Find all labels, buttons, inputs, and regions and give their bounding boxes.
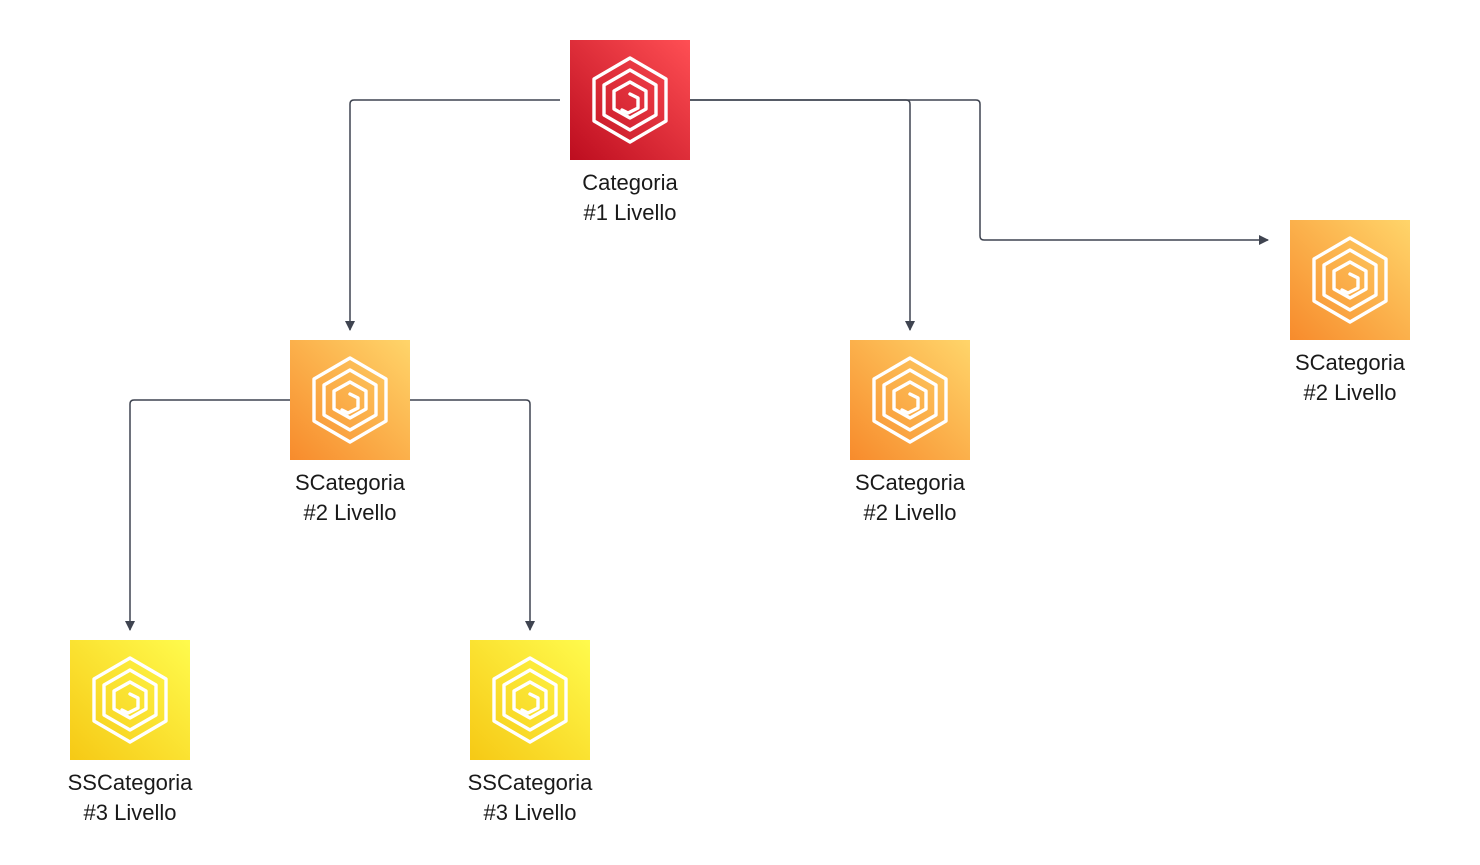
icon-ring-2 <box>332 380 368 420</box>
icon-ring-1 <box>102 668 158 732</box>
icon-ring-1 <box>882 368 938 432</box>
node-title: SCategoria <box>294 470 406 495</box>
node-title: SCategoria <box>854 470 966 495</box>
icon-ring-0 <box>312 356 388 444</box>
tile-background <box>1290 220 1410 340</box>
hexagon-maze-icon <box>290 340 410 460</box>
node-label: SCategoria #2 Livello <box>270 468 430 528</box>
hexagon-maze-icon <box>570 40 690 160</box>
hexagon-maze-icon <box>70 640 190 760</box>
icon-ring-3 <box>120 692 140 715</box>
icon-ring-1 <box>1322 248 1378 312</box>
edge-root-to-sub-c <box>690 99 1269 245</box>
tile-background <box>850 340 970 460</box>
node-subtitle: #2 Livello <box>863 500 957 525</box>
node-subcategory-b[interactable]: SCategoria #2 Livello <box>830 340 990 528</box>
icon-ring-3 <box>900 392 920 415</box>
node-subtitle: #2 Livello <box>303 500 397 525</box>
node-label: SSCategoria #3 Livello <box>50 768 210 828</box>
tile-background <box>570 40 690 160</box>
tile-background <box>470 640 590 760</box>
icon-ring-0 <box>92 656 168 744</box>
node-label: SSCategoria #3 Livello <box>450 768 610 828</box>
edge-root-to-sub-b <box>690 99 915 331</box>
node-subtitle: #3 Livello <box>83 800 177 825</box>
node-title: Categoria <box>582 170 678 195</box>
node-subsubcategory-b[interactable]: SSCategoria #3 Livello <box>450 640 610 828</box>
node-title: SSCategoria <box>467 770 593 795</box>
node-label: SCategoria #2 Livello <box>830 468 990 528</box>
icon-ring-2 <box>612 80 648 120</box>
icon-ring-1 <box>322 368 378 432</box>
node-label: SCategoria #2 Livello <box>1270 348 1430 408</box>
node-title: SCategoria <box>1294 350 1406 375</box>
node-subtitle: #2 Livello <box>1303 380 1397 405</box>
icon-ring-3 <box>520 692 540 715</box>
node-subsubcategory-a[interactable]: SSCategoria #3 Livello <box>50 640 210 828</box>
edge-sub-a-to-subsub-a <box>125 399 290 631</box>
node-subcategory-a[interactable]: SCategoria #2 Livello <box>270 340 430 528</box>
icon-ring-0 <box>872 356 948 444</box>
edge-root-to-sub-a <box>345 99 560 331</box>
icon-ring-3 <box>1340 272 1360 295</box>
hexagon-maze-icon <box>850 340 970 460</box>
node-subcategory-c[interactable]: SCategoria #2 Livello <box>1270 220 1430 408</box>
icon-ring-2 <box>112 680 148 720</box>
icon-ring-1 <box>602 68 658 132</box>
edge-sub-a-to-subsub-b <box>410 399 535 631</box>
node-subtitle: #1 Livello <box>583 200 677 225</box>
node-root-category[interactable]: Categoria #1 Livello <box>550 40 710 228</box>
node-subtitle: #3 Livello <box>483 800 577 825</box>
icon-ring-1 <box>502 668 558 732</box>
node-label: Categoria #1 Livello <box>550 168 710 228</box>
hexagon-maze-icon <box>470 640 590 760</box>
icon-ring-3 <box>620 92 640 115</box>
icon-ring-3 <box>340 392 360 415</box>
hexagon-maze-icon <box>1290 220 1410 340</box>
node-title: SSCategoria <box>67 770 193 795</box>
tile-background <box>70 640 190 760</box>
icon-ring-2 <box>1332 260 1368 300</box>
icon-ring-2 <box>512 680 548 720</box>
icon-ring-2 <box>892 380 928 420</box>
icon-ring-0 <box>492 656 568 744</box>
tile-background <box>290 340 410 460</box>
icon-ring-0 <box>592 56 668 144</box>
icon-ring-0 <box>1312 236 1388 324</box>
